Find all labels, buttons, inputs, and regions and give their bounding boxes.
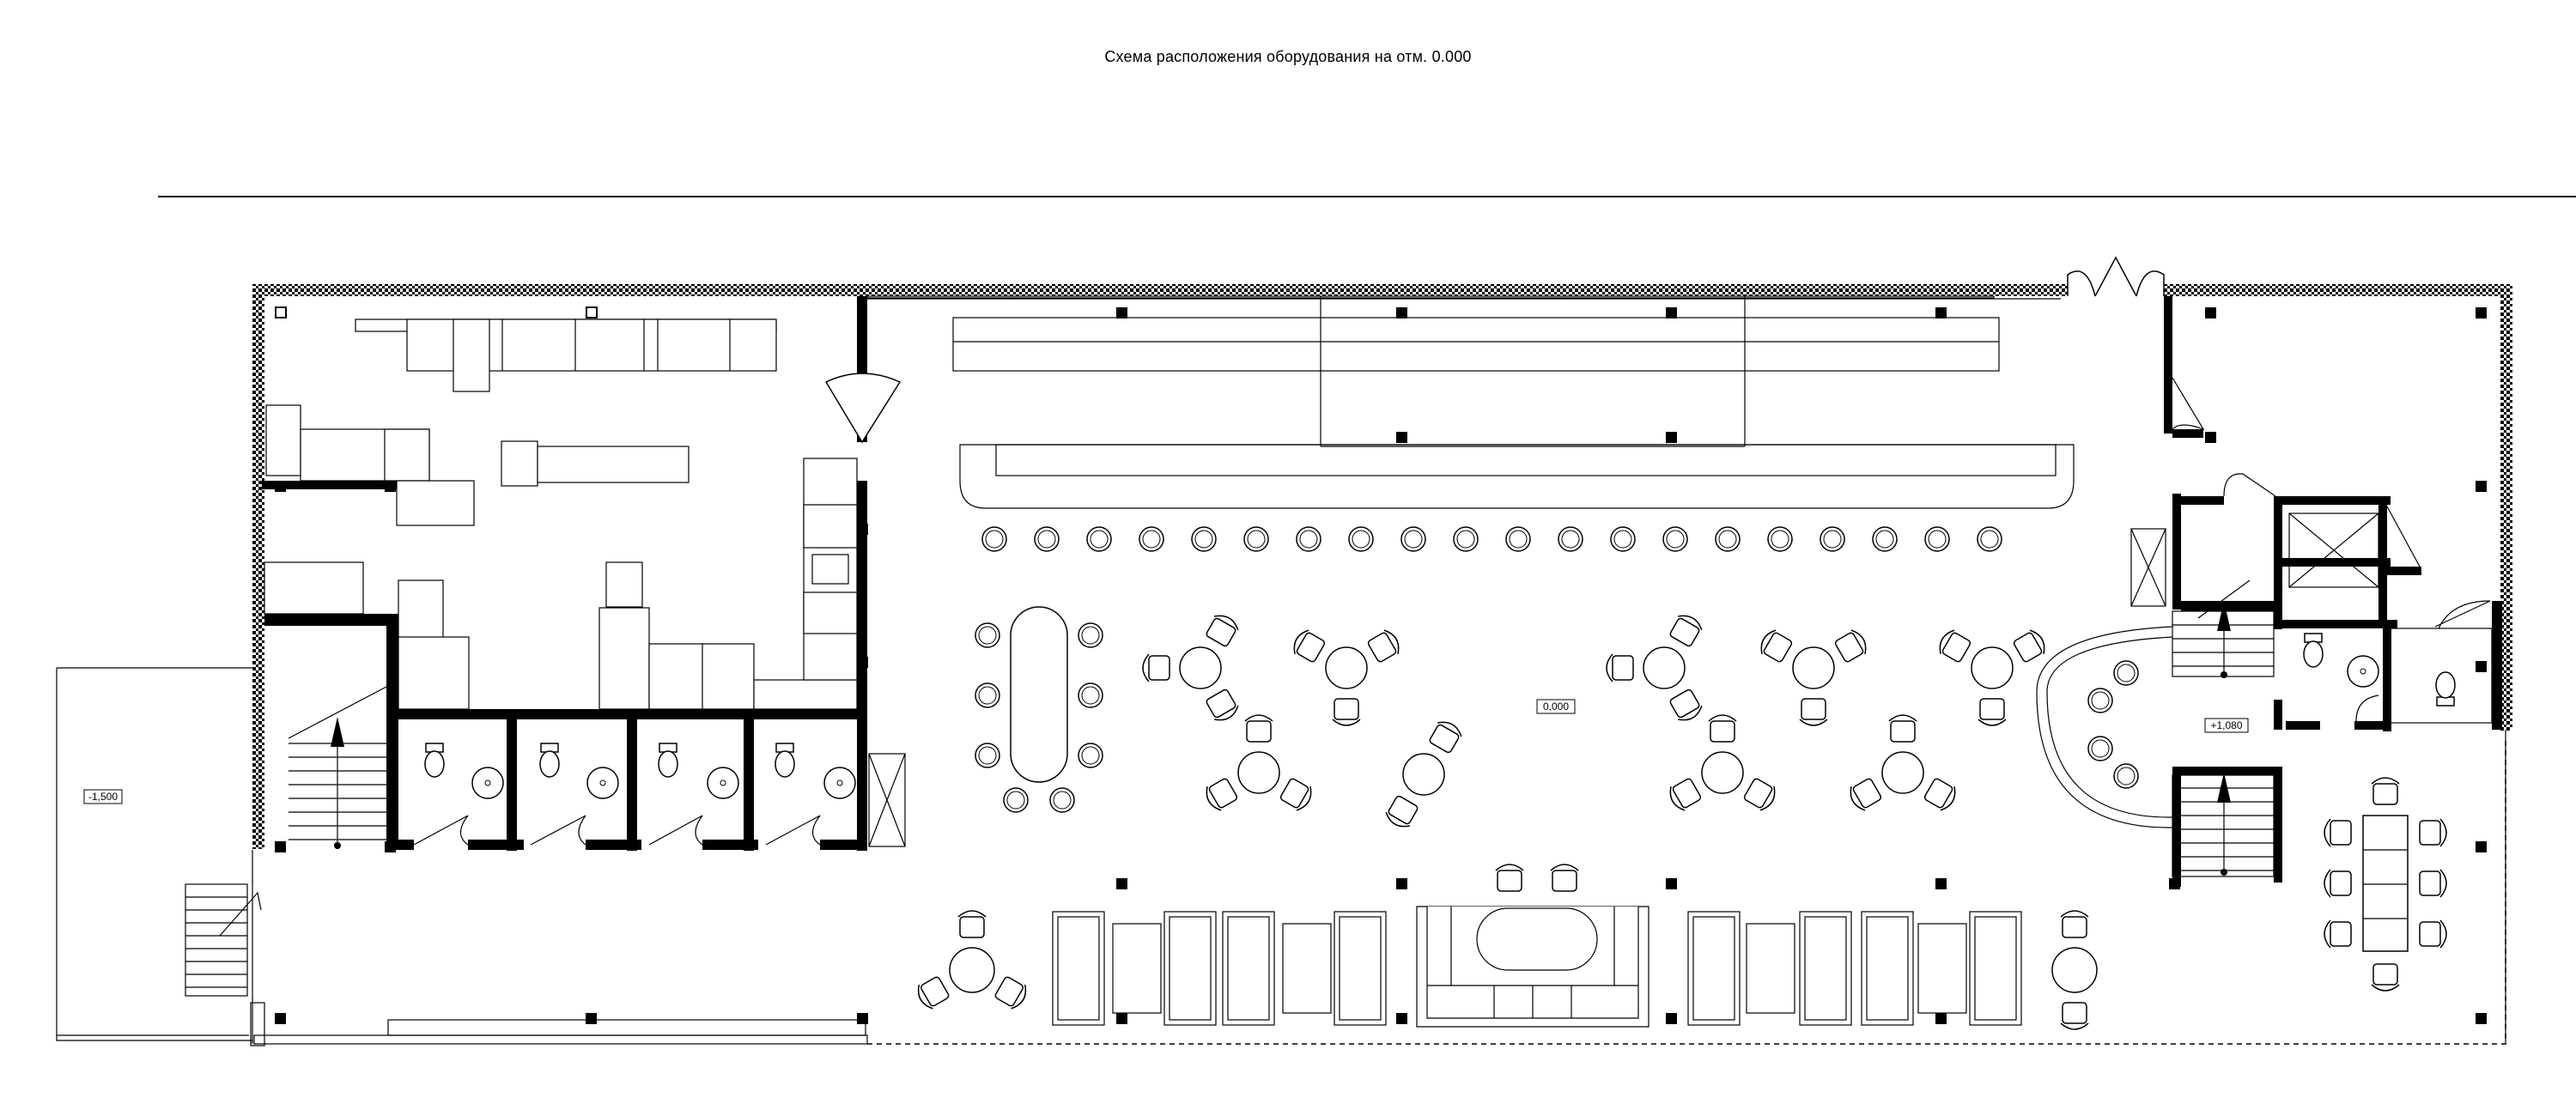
bar-counter — [952, 317, 2075, 509]
toilet-doors — [413, 815, 821, 846]
entrance-door — [2067, 256, 2165, 297]
exterior-platform — [56, 667, 868, 1046]
svg-text:0,000: 0,000 — [1543, 701, 1569, 713]
stair-kitchen — [288, 686, 387, 846]
sofa-booths — [1052, 911, 2022, 1026]
stair-arrow-icon — [2217, 601, 2231, 631]
service-doors — [2172, 377, 2491, 722]
plan-title: Схема расположения оборудования на отм. … — [1104, 48, 1472, 65]
lounge-armchairs — [1495, 864, 1579, 892]
lounge-sofa — [1416, 906, 1649, 1028]
stair-right — [868, 513, 2379, 877]
thin-partitions — [866, 295, 2506, 1044]
round-tables — [913, 610, 2098, 1030]
svg-text:+1,080: +1,080 — [2210, 719, 2242, 731]
stair-arrow-icon — [331, 717, 344, 747]
columns — [275, 307, 2487, 1024]
svg-text:-1,500: -1,500 — [88, 791, 118, 803]
outer-walls — [252, 284, 2512, 849]
door-swing-icon — [824, 373, 902, 444]
hollow-columns — [275, 306, 598, 318]
level-mark-main: 0,000 — [1536, 699, 1576, 714]
kitchen-equipment — [264, 318, 867, 710]
stair-arrow-icon — [2217, 773, 2231, 803]
oval-table — [975, 606, 1103, 813]
level-mark-outside: -1,500 — [83, 789, 123, 804]
bottom-partition — [252, 850, 866, 1044]
bar-stools — [981, 526, 2002, 552]
platform-stools — [2087, 660, 2139, 789]
banquet-table — [2324, 777, 2447, 992]
level-mark-platform: +1,080 — [2204, 718, 2249, 733]
